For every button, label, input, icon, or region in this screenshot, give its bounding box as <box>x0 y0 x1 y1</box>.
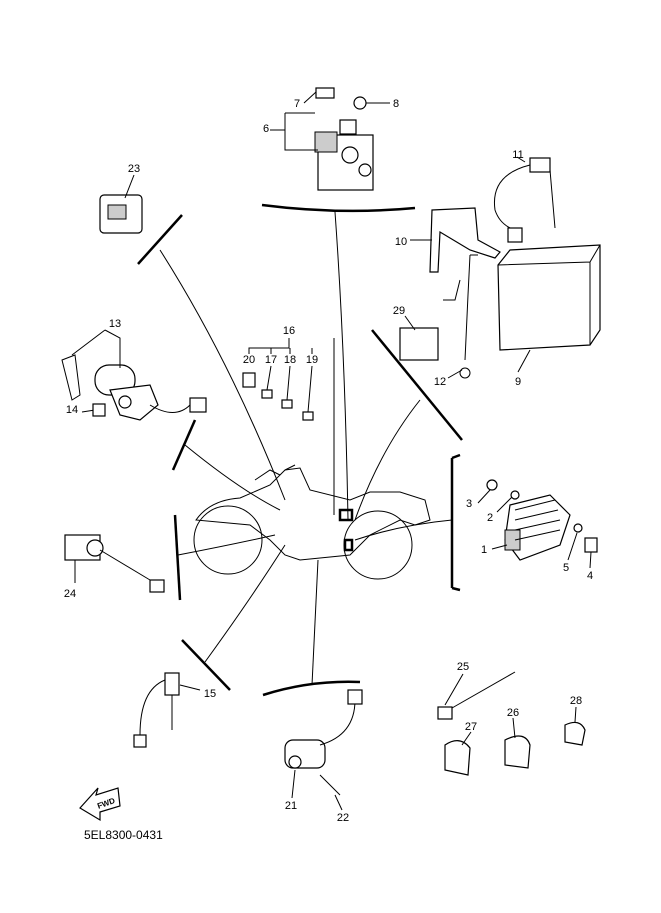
callout-9: 9 <box>515 376 521 388</box>
callout-7: 7 <box>294 98 300 110</box>
callout-22: 22 <box>337 812 349 824</box>
callout-26: 26 <box>507 707 519 719</box>
part-15-switch <box>133 672 201 748</box>
callout-3: 3 <box>466 498 472 510</box>
callout-13: 13 <box>109 318 121 330</box>
callout-2: 2 <box>487 512 493 524</box>
part-1-rectifier <box>477 479 598 569</box>
callout-10: 10 <box>395 236 407 248</box>
callout-11: 11 <box>512 149 523 161</box>
part-23-flasher <box>99 174 143 234</box>
part-24-sensor <box>64 534 165 593</box>
fwd-arrow-icon: FWD <box>79 787 121 822</box>
callout-18: 18 <box>284 354 296 366</box>
callout-12: 12 <box>434 376 446 388</box>
leader-lines <box>137 203 463 697</box>
callout-17: 17 <box>265 354 277 366</box>
callout-23: 23 <box>128 163 140 175</box>
callout-5: 5 <box>563 562 569 574</box>
motorcycle-outline <box>193 464 431 580</box>
callout-25: 25 <box>457 661 469 673</box>
diagram-code: 5EL8300-0431 <box>84 828 163 842</box>
callout-21: 21 <box>285 800 297 812</box>
callout-15: 15 <box>204 688 216 700</box>
part-21-sensor <box>284 689 363 811</box>
part-25-28-clamps <box>437 671 586 776</box>
callout-19: 19 <box>306 354 318 366</box>
callout-20: 20 <box>243 354 255 366</box>
callout-27: 27 <box>465 721 477 733</box>
callout-16: 16 <box>283 325 295 337</box>
part-16-fuses <box>242 338 314 421</box>
part-starter-relay <box>270 87 390 191</box>
callout-1: 1 <box>481 544 487 556</box>
callout-14: 14 <box>66 404 78 416</box>
part-13-main-switch <box>61 329 207 421</box>
callout-28: 28 <box>570 695 582 707</box>
part-battery <box>399 156 601 379</box>
callout-24: 24 <box>64 588 76 600</box>
callout-8: 8 <box>393 98 399 110</box>
callout-29: 29 <box>393 305 405 317</box>
callout-4: 4 <box>587 570 593 582</box>
callout-6: 6 <box>263 123 269 135</box>
